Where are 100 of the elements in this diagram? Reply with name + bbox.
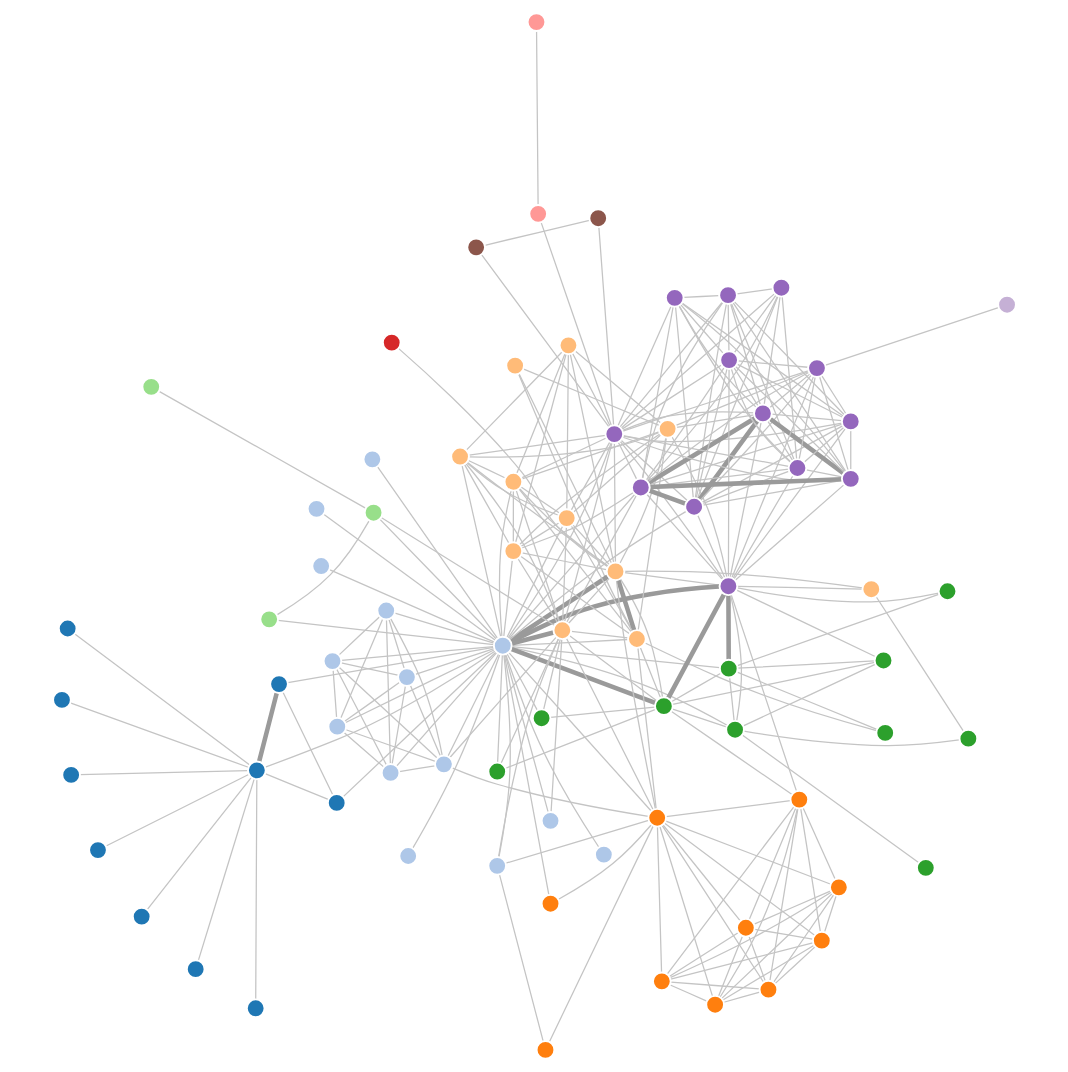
- connector: [674, 370, 809, 427]
- connector: [663, 822, 815, 936]
- connector: [565, 494, 637, 623]
- connector: [727, 368, 730, 578]
- node-circle: [653, 696, 674, 716]
- connector: [753, 890, 831, 925]
- connector: [446, 653, 499, 757]
- connector: [656, 826, 662, 973]
- node-circle: [717, 285, 738, 305]
- connector: [728, 677, 735, 722]
- node-circle: [246, 760, 267, 781]
- connector: [411, 653, 500, 849]
- connector: [468, 431, 660, 458]
- connector: [510, 646, 728, 726]
- connector: [722, 944, 815, 1001]
- connector: [518, 373, 612, 564]
- node-circle: [57, 618, 77, 639]
- connector: [679, 304, 723, 354]
- connector: [572, 434, 662, 513]
- connector: [517, 373, 633, 632]
- node-circle: [718, 576, 738, 597]
- connector: [619, 439, 688, 502]
- connector: [731, 301, 846, 472]
- connector: [512, 490, 514, 543]
- node-circle: [526, 12, 546, 32]
- connector: [342, 651, 497, 798]
- connector: [639, 646, 661, 698]
- connector: [322, 513, 496, 641]
- connector: [522, 368, 660, 426]
- connector: [376, 466, 498, 639]
- connector: [737, 360, 808, 368]
- node-circle: [828, 877, 849, 898]
- connector: [465, 351, 563, 451]
- connector: [694, 303, 727, 499]
- connector: [669, 984, 707, 1002]
- node-circle: [449, 446, 470, 467]
- connector: [535, 30, 539, 206]
- connector: [849, 429, 851, 471]
- node-circle: [486, 855, 507, 876]
- connector: [696, 295, 779, 500]
- connector: [824, 306, 999, 366]
- connector: [733, 300, 845, 416]
- connector: [735, 589, 876, 658]
- connector: [397, 348, 608, 568]
- connector: [670, 672, 721, 703]
- connector: [658, 825, 713, 997]
- connector: [645, 493, 723, 580]
- connector: [646, 416, 756, 485]
- node-circle: [245, 998, 265, 1019]
- node-circle: [51, 690, 72, 710]
- connector: [256, 692, 279, 762]
- node-circle: [718, 658, 739, 679]
- node-circle: [131, 906, 151, 927]
- connector: [720, 893, 833, 1000]
- connector: [803, 426, 845, 463]
- connector: [781, 296, 797, 460]
- connector: [763, 296, 781, 406]
- node-circle: [771, 277, 791, 298]
- connector: [735, 288, 773, 295]
- connector: [619, 578, 663, 698]
- connector: [616, 305, 672, 427]
- connector: [565, 637, 654, 811]
- connector: [729, 421, 762, 578]
- connector: [618, 301, 723, 428]
- connector: [729, 594, 742, 722]
- connector: [801, 807, 836, 880]
- connector: [540, 222, 612, 426]
- node-circle: [322, 651, 342, 671]
- node-circle: [363, 502, 383, 523]
- node-circle: [60, 765, 81, 785]
- connector: [328, 569, 495, 643]
- connector: [104, 773, 249, 847]
- connector: [340, 662, 398, 676]
- connector: [502, 559, 513, 638]
- connector: [823, 895, 837, 933]
- node-circle: [381, 332, 402, 353]
- connector: [619, 440, 724, 580]
- connector: [571, 524, 610, 566]
- node-circle: [380, 763, 400, 783]
- connector: [338, 616, 380, 656]
- connector: [146, 776, 252, 911]
- connector: [621, 411, 754, 432]
- node-circle: [664, 288, 685, 308]
- connector: [618, 437, 667, 564]
- connector: [766, 420, 793, 462]
- connector: [568, 635, 657, 702]
- connector: [741, 734, 919, 864]
- connector: [753, 928, 813, 940]
- connector: [561, 526, 567, 622]
- connector: [729, 303, 761, 406]
- connector: [390, 685, 406, 765]
- connector: [678, 305, 791, 463]
- node-circle: [811, 930, 832, 951]
- connector: [768, 417, 845, 476]
- connector: [557, 824, 652, 900]
- connector: [565, 354, 569, 510]
- connector: [699, 374, 812, 501]
- node-circle: [396, 667, 417, 687]
- connector: [385, 619, 391, 765]
- connector: [768, 373, 811, 409]
